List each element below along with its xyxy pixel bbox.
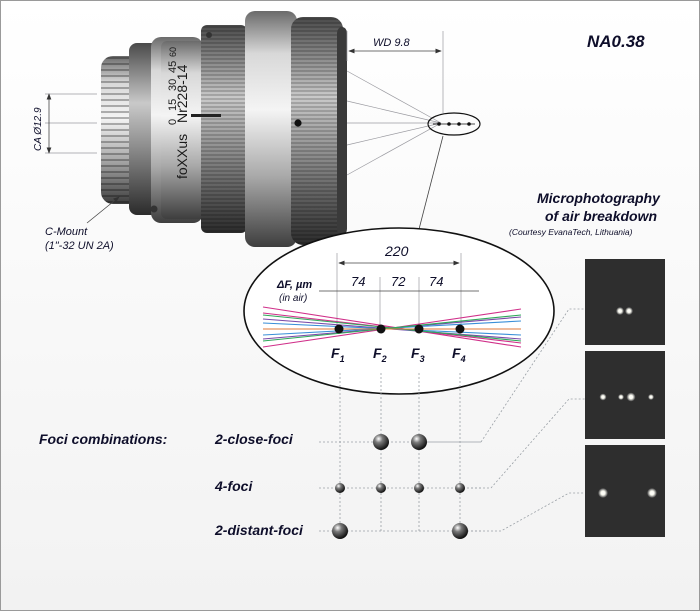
photo-title: Microphotography	[537, 190, 661, 206]
total-span-dimension: 220	[336, 243, 462, 331]
focus-spot	[414, 483, 424, 493]
ca-label: CA Ø12.9	[33, 107, 44, 151]
spacing-label: 74	[351, 274, 365, 289]
foci-grid-lines	[319, 373, 481, 532]
photo-subtitle: of air breakdown	[545, 208, 657, 224]
zoom-arrow	[416, 135, 444, 238]
scale-mark: 45	[167, 61, 179, 73]
focus-scale: 0 15 30 45 60	[167, 47, 179, 125]
scale-mark: 60	[168, 47, 178, 57]
foci-points	[334, 324, 465, 334]
lens-brand: foXXus	[174, 134, 190, 179]
focus-point-f4	[455, 324, 465, 334]
c-mount-spec: (1"-32 UN 2A)	[45, 240, 114, 252]
focus-point-f2	[376, 324, 386, 334]
focus-label-f2: F2	[373, 345, 387, 364]
detail-ellipse	[243, 227, 555, 395]
focus-zoom-marker	[427, 112, 481, 136]
delta-f-label: ΔF, µm	[276, 279, 312, 291]
delta-f-unit: (in air)	[279, 293, 307, 304]
focus-spot	[455, 483, 465, 493]
wd-label: WD 9.8	[373, 37, 411, 49]
lens-illustration	[101, 11, 347, 247]
focus-label-f3: F3	[411, 345, 425, 364]
focus-spot	[335, 483, 345, 493]
focus-spot	[376, 483, 386, 493]
spacing-label: 72	[391, 274, 406, 289]
focus-point-f1	[334, 324, 344, 334]
focus-spot	[452, 523, 468, 539]
focus-label-f1: F1	[331, 345, 345, 364]
page-title: NA0.38	[587, 32, 645, 51]
spacing-label: 74	[429, 274, 443, 289]
photo-credit: (Courtesy EvanaTech, Lithuania)	[509, 227, 633, 237]
working-distance-dimension: WD 9.8	[346, 31, 444, 113]
scale-mark: 30	[167, 79, 179, 91]
focus-label-f4: F4	[452, 345, 466, 364]
foci-labels: F1 F2 F3 F4	[331, 345, 466, 364]
photo-connectors	[429, 308, 585, 532]
scale-mark: 15	[167, 99, 179, 111]
beam-cone	[346, 70, 442, 176]
spacing-dimensions: 74 72 74	[319, 274, 479, 331]
breakdown-photo-1	[585, 259, 665, 345]
crossing-rays	[262, 306, 522, 348]
row-label-2-distant-foci: 2-distant-foci	[214, 522, 304, 538]
scale-mark: 0	[167, 119, 179, 125]
focus-spot	[373, 434, 389, 450]
breakdown-photo-2	[585, 351, 665, 439]
row-label-4-foci: 4-foci	[214, 478, 253, 494]
lens-engraving: foXXus Nr228-14	[174, 64, 190, 179]
clear-aperture-dimension: CA Ø12.9	[33, 93, 97, 154]
lens-model: Nr228-14	[174, 64, 190, 123]
focus-point-f3	[414, 324, 424, 334]
index-dot	[294, 119, 302, 127]
small-foci-dots	[433, 122, 475, 126]
focus-spot	[411, 434, 427, 450]
c-mount-label: C-Mount	[45, 226, 88, 238]
breakdown-photo-3	[585, 445, 665, 537]
combinations-heading: Foci combinations:	[39, 431, 167, 447]
focus-spot	[332, 523, 348, 539]
combination-spots	[332, 434, 468, 539]
total-span-label: 220	[384, 243, 409, 259]
c-mount-arrow	[86, 196, 120, 224]
row-label-2-close-foci: 2-close-foci	[214, 431, 294, 447]
